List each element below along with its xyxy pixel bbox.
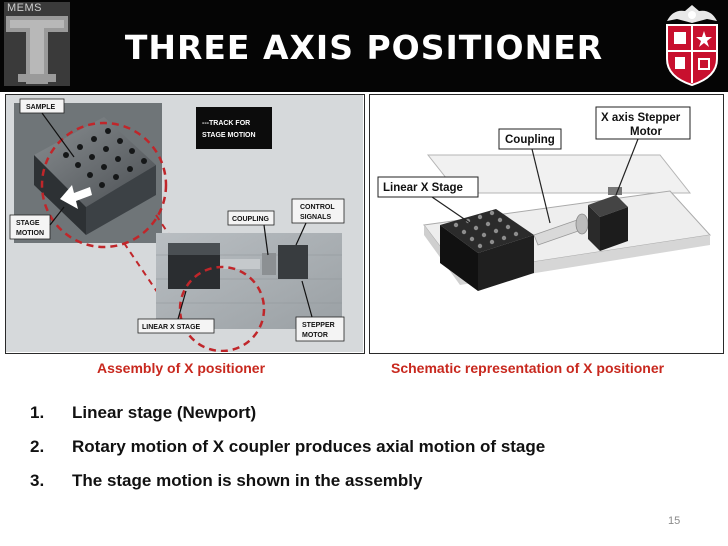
label-linear-x-stage: Linear X Stage — [383, 182, 463, 194]
schematic-figure: X axis Stepper Motor Coupling Linear X S… — [369, 94, 724, 354]
callout-coupling: COUPLING — [232, 216, 270, 223]
logo-mems-text: MEMS — [7, 2, 42, 14]
key-points-list: 1. Linear stage (Newport) 2. Rotary moti… — [30, 403, 545, 505]
mems-logo: MEMS — [4, 2, 70, 86]
assembly-caption: Assembly of X positioner — [97, 360, 266, 376]
list-item-text: Rotary motion of X coupler produces axia… — [72, 437, 546, 456]
callout-stage-motion-line2: MOTION — [16, 230, 44, 237]
list-item-number: 2. — [30, 437, 45, 456]
list-item-number: 3. — [30, 471, 45, 490]
callout-stepper-line1: STEPPER — [302, 322, 335, 329]
label-coupling: Coupling — [505, 134, 555, 146]
label-x-axis-motor-line1: X axis Stepper — [601, 112, 681, 124]
list-item: 2. Rotary motion of X coupler produces a… — [30, 437, 545, 471]
slide-title: THREE AXIS POSITIONER — [124, 28, 604, 67]
list-item-text: The stage motion is shown in the assembl… — [72, 471, 423, 490]
callout-control-line2: SIGNALS — [300, 214, 331, 221]
list-item-number: 1. — [30, 403, 45, 422]
university-seal — [661, 3, 723, 87]
schematic-caption: Schematic representation of X positioner — [391, 360, 665, 376]
callout-stepper-line2: MOTOR — [302, 332, 328, 339]
slide-header: MEMS THREE AXIS POSITIONER — [0, 0, 728, 92]
list-item: 1. Linear stage (Newport) — [30, 403, 545, 437]
assembly-figure: SAMPLE ---TRACK FOR STAGE MOTION STAGE M… — [5, 94, 365, 354]
callout-linear-stage: LINEAR X STAGE — [142, 324, 201, 331]
list-item-text: Linear stage (Newport) — [72, 403, 257, 422]
callout-control-line1: CONTROL — [300, 204, 335, 211]
callout-sample: SAMPLE — [26, 104, 56, 111]
list-item: 3. The stage motion is shown in the asse… — [30, 471, 545, 505]
page-number: 15 — [668, 515, 681, 527]
label-x-axis-motor-line2: Motor — [630, 126, 662, 138]
callout-track-line1: ---TRACK FOR — [202, 120, 250, 127]
callout-stage-motion-line1: STAGE — [16, 220, 40, 227]
callout-track-line2: STAGE MOTION — [202, 132, 256, 139]
